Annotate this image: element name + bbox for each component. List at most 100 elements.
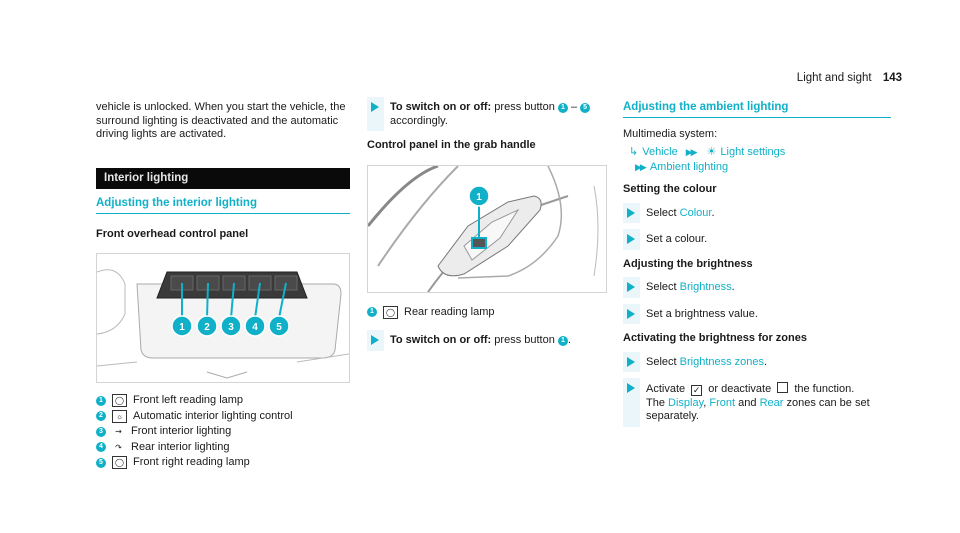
step-arrow-icon [627,383,635,393]
step-text: Set a colour. [646,233,708,245]
step-text: . [731,281,735,293]
ambient-title: Adjusting the ambient lighting [623,101,891,118]
overhead-panel-drawing: 1 2 3 4 5 [97,269,349,379]
instruction-step: Select Brightness. [623,277,891,298]
step-arrow-icon [627,282,635,292]
instruction-step: Set a colour. [623,229,891,250]
step-text: zones can be set separately. [646,396,870,423]
overhead-panel-figure: 1 2 3 4 5 [96,253,350,383]
zone-front: Front [709,396,736,409]
callout-4: 4 [252,322,258,333]
column-2: To switch on or off: press button 1 – 5 … [367,97,607,351]
column-3: Adjusting the ambient lighting Multimedi… [623,101,891,427]
menu-brightness: Brightness [679,281,732,293]
page-header: Light and sight 143 [797,72,902,84]
step-text: Select [646,281,680,293]
callout-1: 1 [476,192,482,203]
menu-path-line: ▶▶ Ambient lighting [623,160,891,175]
section-title: Interior lighting [96,167,350,189]
legend-number: 5 [96,457,106,468]
step-text: . [764,355,768,368]
front-interior-light-icon: ⇝ [115,427,122,437]
instruction-step: Set a brightness value. [623,303,891,325]
unchecked-box-icon [777,382,789,393]
zone-display: Display [668,396,704,409]
menu-colour: Colour [679,206,712,219]
step-text: accordingly. [390,114,448,127]
step-text: Select [646,355,680,368]
step-text: press button [491,101,558,113]
instruction-step: To switch on or off: press button 1 – 5 … [367,97,605,131]
step-bold: To switch on or off: [390,101,492,113]
legend-text: Rear interior lighting [131,440,230,453]
double-chevron-icon: ▶▶ [685,146,698,157]
intro-paragraph: vehicle is unlocked. When you start the … [96,101,346,140]
instruction-step: Select Brightness zones. [623,351,891,373]
legend-text: Automatic interior lighting control [133,409,293,422]
legend-text: Rear reading lamp [404,305,495,318]
step-text: Set a brightness value. [646,307,758,320]
button-ref: 1 [557,336,568,346]
step-arrow-icon [627,308,635,319]
instruction-step: Activate ✓ or deactivate the function. T… [623,378,891,427]
reading-lamp-icon: ◯ [383,305,398,319]
multimedia-label: Multimedia system: [623,127,718,140]
instruction-step: To switch on or off: press button 1. [367,330,605,351]
step-text: the function. [791,383,855,395]
step-text: and [735,396,760,409]
step-arrow-icon [627,234,635,244]
step-arrow-icon [627,207,635,218]
auto-lighting-icon: ☼ [112,409,127,423]
step-text: Activate [646,383,689,395]
callout-3: 3 [228,322,234,333]
legend-text: Front interior lighting [131,425,232,437]
panel-heading: Front overhead control panel [96,227,249,240]
header-section: Light and sight [796,72,872,84]
legend-number: 1 [367,307,377,318]
reading-lamp-icon: ◯ [112,394,127,408]
legend-item: 4 ↷ Rear interior lighting [96,440,350,456]
double-chevron-icon: ▶▶ [635,161,647,172]
return-arrow-icon: ↳ [629,145,639,158]
instruction-step: Select Colour. [623,202,891,224]
button-ref: 1 [557,103,568,113]
legend-item: 1 ◯ Front left reading lamp [96,393,350,409]
legend-item: 5 ◯ Front right reading lamp [96,455,350,471]
grab-handle-figure: 1 [367,164,607,293]
legend-number: 1 [96,395,106,406]
menu-path-line: ↳ Vehicle ▶▶ ☀ Light settings [623,145,891,160]
callout-2: 2 [204,322,210,333]
legend-item: 2 ☼ Automatic interior lighting control [96,409,350,425]
column-1: vehicle is unlocked. When you start the … [96,101,350,471]
heading-zones: Activating the brightness for zones [623,332,807,344]
step-text: . [711,206,715,219]
step-text: Select [646,206,680,219]
heading-colour: Setting the colour [623,183,717,195]
callout-1: 1 [179,322,185,333]
step-bold: To switch on or off: [390,334,492,346]
heading-brightness: Adjusting the brightness [623,257,753,270]
grab-handle-heading: Control panel in the grab handle [367,139,536,151]
legend-item: 1 ◯ Rear reading lamp [367,305,605,321]
legend-text: Front left reading lamp [133,394,244,406]
step-text: . [567,334,571,346]
step-arrow-icon [371,102,379,112]
callout-5: 5 [276,322,282,333]
subsection-title: Adjusting the interior lighting [96,197,350,214]
menu-vehicle: Vehicle [642,145,678,158]
legend-number: 4 [96,442,106,453]
step-arrow-icon [371,335,379,345]
overhead-legend: 1 ◯ Front left reading lamp 2 ☼ Automati… [96,393,350,471]
step-text: , [703,396,710,409]
checked-box-icon: ✓ [691,385,703,396]
zone-rear: Rear [759,396,784,409]
legend-number: 2 [96,411,106,422]
menu-ambient-lighting: Ambient lighting [649,160,729,173]
menu-light-settings: Light settings [720,145,786,158]
legend-text: Front right reading lamp [133,456,250,468]
reading-lamp-icon: ◯ [112,456,127,470]
step-text: press button [491,334,558,346]
step-dash: – [567,101,581,113]
grab-handle-drawing: 1 [368,165,599,292]
